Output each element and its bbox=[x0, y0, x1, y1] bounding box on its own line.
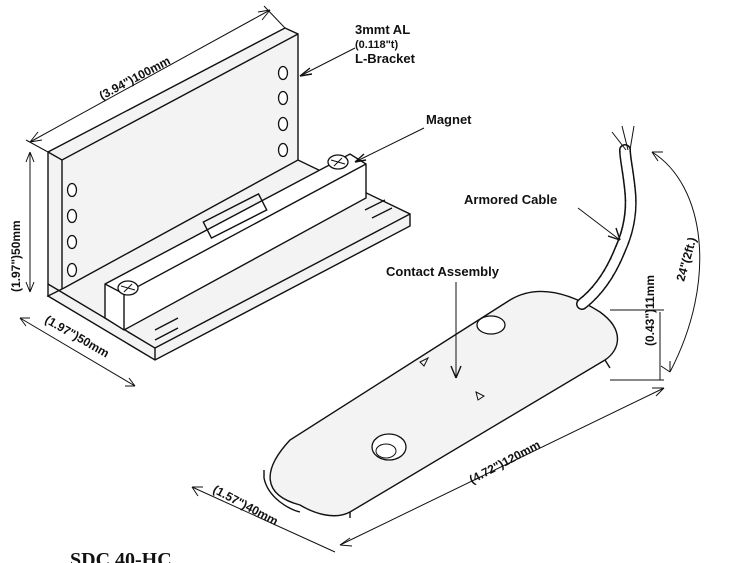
magnet-screw-right bbox=[327, 154, 349, 170]
armored-cable-label: Armored Cable bbox=[464, 192, 557, 207]
dimension-lines bbox=[19, 5, 701, 553]
bracket-label-line-3: L-Bracket bbox=[355, 51, 416, 66]
contact-assembly-label: Contact Assembly bbox=[386, 264, 500, 279]
bracket-holes bbox=[66, 65, 289, 278]
dim-contact-width: (1.57")40mm bbox=[211, 482, 281, 528]
dim-bracket-height: (1.97")50mm bbox=[9, 220, 23, 292]
bracket-label-line-2: (0.118"t) bbox=[355, 39, 398, 51]
contact-hole-rear bbox=[476, 315, 506, 335]
dim-cable-length: 24"(2ft.) bbox=[673, 236, 699, 283]
magnet-label: Magnet bbox=[426, 112, 472, 127]
armored-cable bbox=[576, 125, 637, 310]
magnet-body bbox=[104, 153, 393, 341]
dim-contact-height: (0.43")11mm bbox=[643, 275, 657, 346]
footer-partial-text: SDC 40-HC bbox=[70, 549, 172, 563]
dim-contact-length: (4.72")120mm bbox=[467, 437, 543, 486]
magnet-screw-left bbox=[117, 280, 139, 296]
contact-assembly bbox=[263, 290, 619, 518]
bracket-label-line-1: 3mmt AL bbox=[355, 22, 410, 37]
leader-lines bbox=[299, 47, 621, 379]
contact-hole-front bbox=[371, 433, 407, 461]
